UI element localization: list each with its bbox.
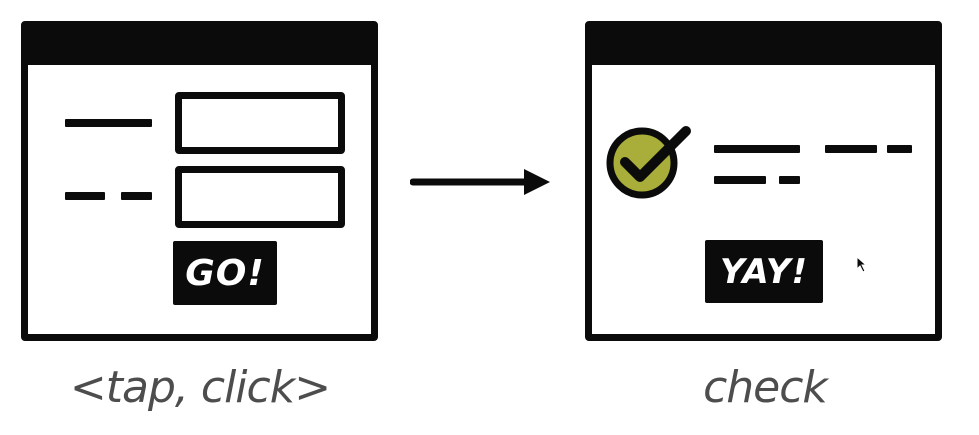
text-input-field-2[interactable]: [175, 166, 345, 228]
mouse-cursor-icon: [856, 256, 868, 273]
field-label-line: [65, 192, 105, 200]
yay-button[interactable]: YAY!: [705, 240, 823, 303]
left-caption: <tap, click>: [69, 362, 331, 413]
arrow-right-icon: [410, 169, 550, 195]
field-label-line: [65, 119, 152, 127]
message-line: [825, 145, 877, 153]
text-input-field-1[interactable]: [175, 92, 345, 154]
check-circle-icon: [606, 126, 691, 199]
success-window: YAY!: [585, 21, 942, 341]
go-button-label: GO!: [185, 252, 265, 294]
field-label-line: [121, 192, 152, 200]
window-titlebar: [591, 27, 936, 65]
message-line: [779, 176, 800, 184]
yay-button-label: YAY!: [720, 251, 808, 292]
message-line: [714, 176, 766, 184]
message-line: [887, 145, 912, 153]
right-caption: check: [703, 362, 828, 413]
message-line: [714, 145, 800, 153]
window-titlebar: [27, 27, 372, 65]
go-button[interactable]: GO!: [173, 241, 277, 305]
form-window: GO!: [21, 21, 378, 341]
